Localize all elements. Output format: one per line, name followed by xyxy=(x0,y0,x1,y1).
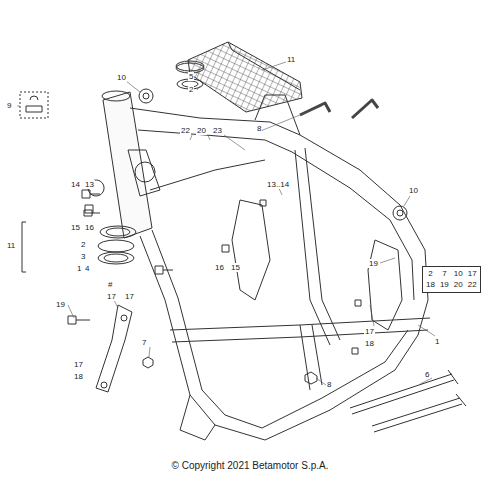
callout-number: 2 xyxy=(80,240,86,249)
callout-number: 7 xyxy=(141,338,147,347)
skid-plate xyxy=(188,42,302,112)
callout-number: 1 xyxy=(434,337,440,346)
callout-number: 23 xyxy=(212,126,223,135)
callout-number: 18 xyxy=(426,280,435,290)
callout-number: 8 xyxy=(326,380,332,389)
callout-number: 2 xyxy=(188,85,194,94)
callout-number: 10 xyxy=(116,73,127,82)
callout-number: 18 xyxy=(364,339,375,348)
callout-number: 4 xyxy=(84,264,90,273)
copyright-caption: © Copyright 2021 Betamotor S.p.A. xyxy=(172,460,329,471)
callout-number: 17 xyxy=(468,269,477,279)
callout-number: 15 xyxy=(70,223,81,232)
callout-number: 8 xyxy=(256,124,262,133)
callout-number: 22 xyxy=(468,280,477,290)
callout-number: 18 xyxy=(73,372,84,381)
reference-box: 27 10 17 18 19 20 22 xyxy=(422,266,481,293)
callout-number: 14 xyxy=(70,180,81,189)
callout-number: 16 xyxy=(214,263,225,272)
callout-number: 20 xyxy=(454,280,463,290)
callout-number: 16 xyxy=(84,223,95,232)
callout-number: 19 xyxy=(368,259,379,268)
callout-number: 11 xyxy=(286,55,296,64)
callout-number: 5 xyxy=(188,72,194,81)
callout-number: 19 xyxy=(440,280,449,290)
callout-number: 13..14 xyxy=(266,180,290,189)
callout-number: 17 xyxy=(106,292,117,301)
callout-number: 2 xyxy=(426,269,435,279)
callout-number: 19 xyxy=(55,300,66,309)
callout-number: 20 xyxy=(196,126,207,135)
callout-number: 17 xyxy=(364,327,375,336)
callout-number: 6 xyxy=(424,370,430,379)
callout-number: 15 xyxy=(230,263,241,272)
callout-number: 3 xyxy=(80,252,86,261)
callout-number: # xyxy=(107,280,113,289)
callout-number: 1 xyxy=(76,264,82,273)
callout-number: 10 xyxy=(454,269,463,279)
callout-number: 13 xyxy=(84,180,95,189)
callout-number: 7 xyxy=(440,269,449,279)
callout-number: 17 xyxy=(124,292,135,301)
callout-number: 11 xyxy=(6,241,16,250)
callout-number: 9 xyxy=(6,101,12,110)
callout-number: 10 xyxy=(408,186,419,195)
callout-number: 22 xyxy=(180,126,191,135)
callout-number: 17 xyxy=(73,360,84,369)
